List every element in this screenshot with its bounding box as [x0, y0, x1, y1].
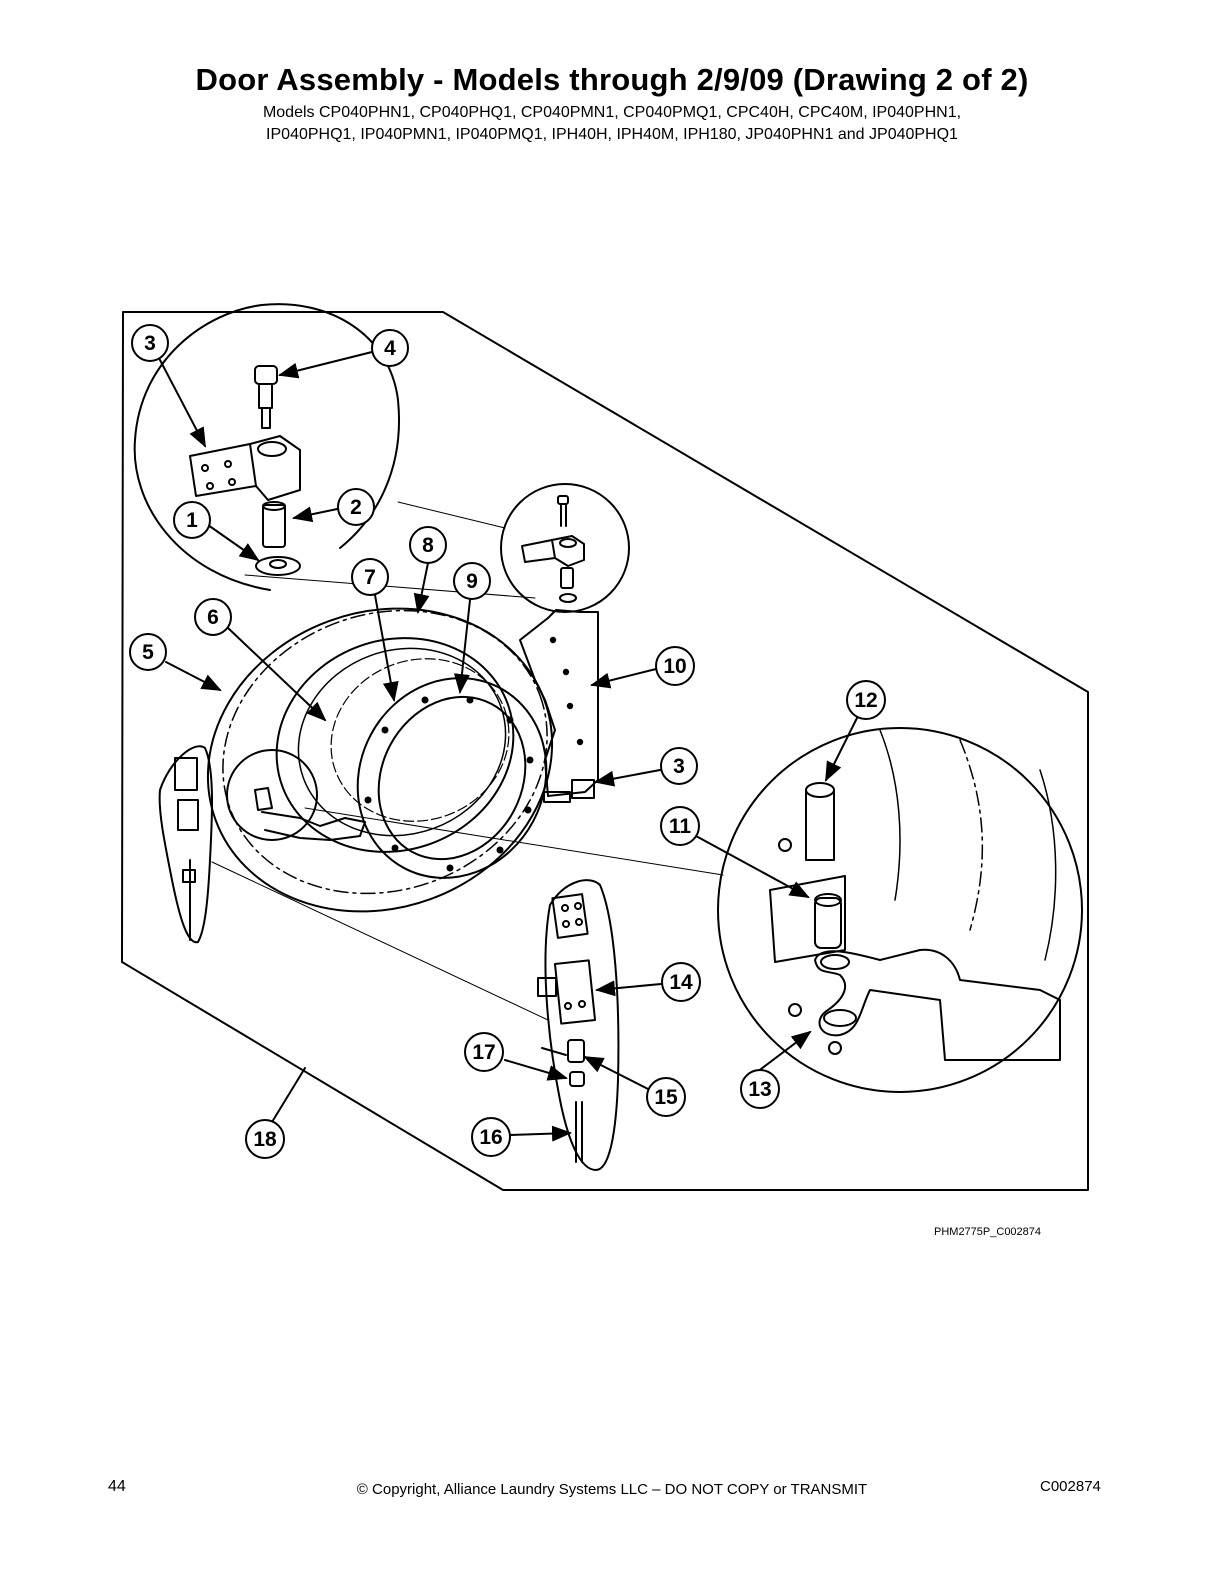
- callout-label-8: 8: [422, 534, 434, 557]
- callout-label-6: 6: [207, 606, 219, 629]
- diagram-frame: [121, 311, 1089, 1191]
- callout-label-14: 14: [669, 971, 693, 994]
- hinge-detail-circle: [133, 303, 400, 591]
- copyright-notice: © Copyright, Alliance Laundry Systems LL…: [356, 1481, 868, 1498]
- document-code: C002874: [1040, 1478, 1101, 1495]
- callout-3-top: 3: [131, 324, 169, 362]
- hinge-large-detail-circle: [717, 727, 1083, 1093]
- callout-label-10: 10: [663, 655, 686, 678]
- callout-label-17: 17: [472, 1041, 495, 1064]
- hinge-small-detail-circle: [500, 483, 630, 613]
- callout-label-18: 18: [253, 1128, 277, 1151]
- callout-7: 7: [351, 558, 389, 596]
- callout-label-5: 5: [142, 641, 154, 664]
- callout-label-1: 1: [186, 509, 198, 532]
- callout-14: 14: [661, 962, 701, 1002]
- page-title: Door Assembly - Models through 2/9/09 (D…: [195, 62, 1029, 97]
- callout-5: 5: [129, 633, 167, 671]
- callout-6: 6: [194, 598, 232, 636]
- callout-15: 15: [646, 1077, 686, 1117]
- callout-label-13: 13: [748, 1078, 771, 1101]
- callout-label-4: 4: [384, 337, 396, 360]
- callout-label-11: 11: [669, 815, 692, 838]
- callout-label-16: 16: [479, 1126, 502, 1149]
- callout-18: 18: [245, 1119, 285, 1159]
- callout-2: 2: [337, 488, 375, 526]
- callout-bubbles: 3 4 2 1 8 7 9 6 5 10 12 3 11 14 17 13 15…: [129, 324, 886, 1159]
- callout-8: 8: [409, 526, 447, 564]
- page-number: 44: [108, 1478, 126, 1495]
- callout-9: 9: [453, 562, 491, 600]
- callout-4: 4: [371, 329, 409, 367]
- callout-label-2: 2: [350, 496, 362, 519]
- callout-label-3: 3: [144, 332, 156, 355]
- callout-label-7: 7: [364, 566, 376, 589]
- models-line-1: Models CP040PHN1, CP040PHQ1, CP040PMN1, …: [262, 104, 962, 121]
- left-door-panel: [158, 745, 214, 944]
- middle-door-panel: [537, 879, 620, 1171]
- callout-16: 16: [471, 1117, 511, 1157]
- callout-3-right: 3: [660, 747, 698, 785]
- callout-11: 11: [660, 806, 700, 846]
- callout-13: 13: [740, 1069, 780, 1109]
- callout-10: 10: [655, 646, 695, 686]
- models-line-2: IP040PHQ1, IP040PMN1, IP040PMQ1, IPH40H,…: [266, 126, 958, 143]
- leader-lines: [159, 351, 859, 1142]
- hinge-plate: [519, 609, 599, 803]
- callout-label-9: 9: [466, 570, 478, 593]
- callout-1: 1: [173, 501, 211, 539]
- callout-label-15: 15: [654, 1086, 678, 1109]
- callout-label-3b: 3: [673, 755, 685, 778]
- callout-17: 17: [464, 1032, 504, 1072]
- figure-code: PHM2775P_C002874: [934, 1226, 1042, 1238]
- callout-label-12: 12: [854, 689, 877, 712]
- callout-12: 12: [846, 680, 886, 720]
